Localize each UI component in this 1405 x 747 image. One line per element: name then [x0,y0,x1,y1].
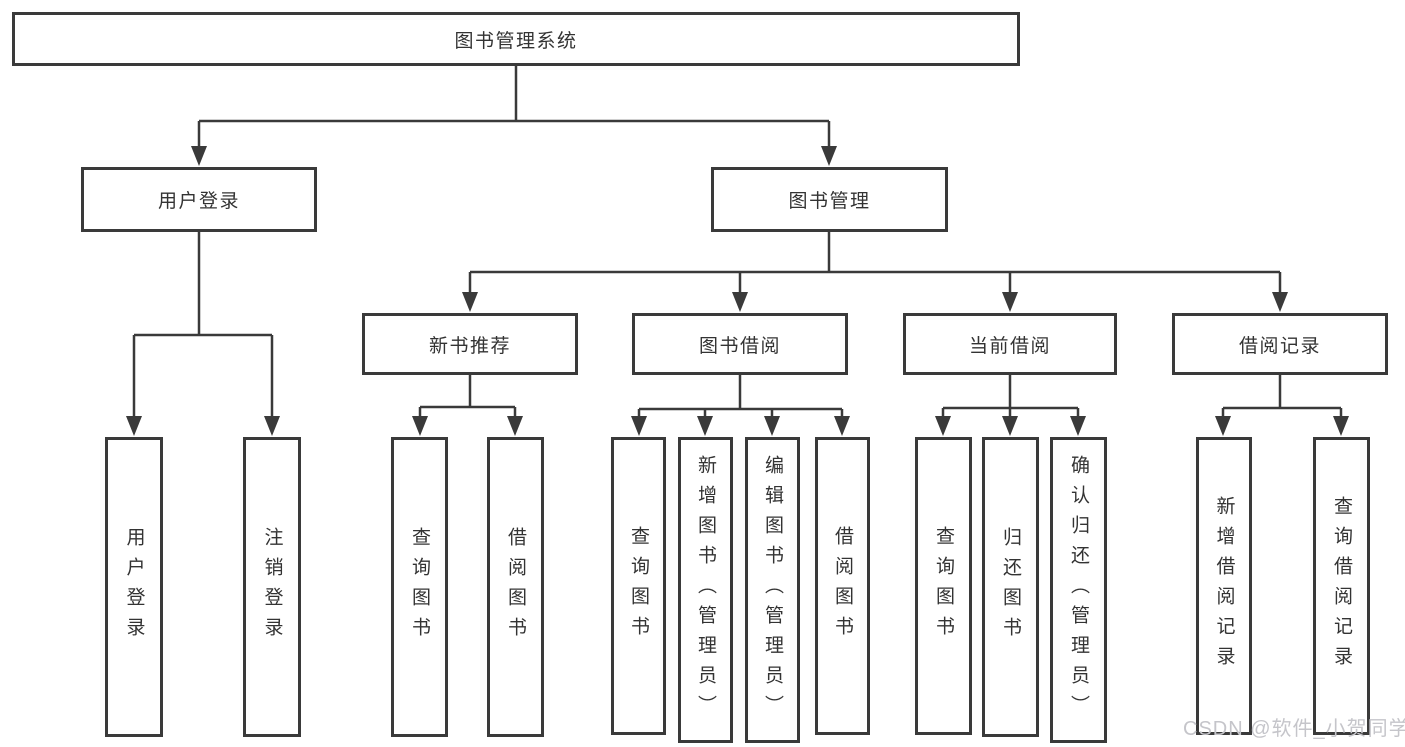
node-label: 确认归还（管理员） [1068,455,1089,725]
node-cb-confirm-return: 确认归还（管理员） [1050,437,1107,743]
node-nb-query-books: 查询图书 [391,437,448,737]
node-label: 用户登录 [123,527,145,647]
node-label: 注销登录 [261,527,283,647]
node-label: 查询借阅记录 [1331,496,1352,676]
node-label: 借阅图书 [832,526,853,646]
node-label: 编辑图书（管理员） [762,455,783,725]
node-current-borrowing: 当前借阅 [903,313,1117,375]
node-label: 查询图书 [628,526,649,646]
node-library-management-system: 图书管理系统 [12,12,1020,66]
node-label: 新增图书（管理员） [695,455,716,725]
node-bb-edit-books: 编辑图书（管理员） [745,437,800,743]
node-cb-query-books: 查询图书 [915,437,972,735]
node-label: 借阅图书 [505,527,526,647]
node-cb-return-books: 归还图书 [982,437,1039,737]
node-br-query-record: 查询借阅记录 [1313,437,1370,735]
node-br-add-record: 新增借阅记录 [1196,437,1252,735]
node-label: 新增借阅记录 [1213,496,1235,676]
node-book-management: 图书管理 [711,167,948,232]
node-bb-add-books: 新增图书（管理员） [678,437,733,743]
node-label: 查询图书 [933,526,954,646]
node-label: 归还图书 [1000,527,1021,647]
node-borrowing-records: 借阅记录 [1172,313,1388,375]
node-bb-query-books: 查询图书 [611,437,666,735]
csdn-watermark: CSDN @软件_小贺同学 [1183,718,1405,740]
node-user-login: 用户登录 [81,167,317,232]
node-user-login-leaf: 用户登录 [105,437,163,737]
node-nb-borrow-books: 借阅图书 [487,437,544,737]
node-label: 查询图书 [409,527,430,647]
node-bb-borrow-books: 借阅图书 [815,437,870,735]
node-book-borrowing: 图书借阅 [632,313,848,375]
node-new-book-recommend: 新书推荐 [362,313,578,375]
node-logout-leaf: 注销登录 [243,437,301,737]
